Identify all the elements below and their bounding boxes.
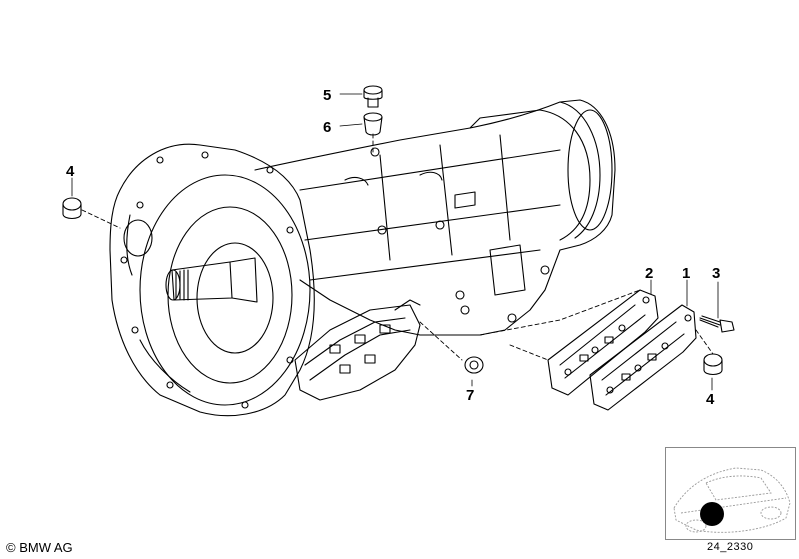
callout-4-left: 4 [66, 163, 75, 180]
valve-body-mounted [294, 299, 421, 401]
diagram-id: 24_2330 [707, 541, 754, 553]
vehicle-location-thumbnail [665, 447, 796, 540]
input-shaft [165, 257, 258, 303]
part-vent-cap [363, 85, 383, 108]
copyright-notice: © BMW AG [6, 540, 73, 555]
callout-2: 2 [645, 265, 653, 282]
leader-lines [81, 133, 714, 361]
callout-1: 1 [682, 265, 690, 282]
callout-3: 3 [712, 265, 720, 282]
part-plug-left [62, 197, 82, 220]
transmission-case [254, 99, 616, 336]
callout-4-right: 4 [706, 391, 715, 408]
part-gasket [547, 289, 659, 396]
part-filter-plate [589, 304, 697, 411]
part-vent-sleeve [363, 112, 383, 136]
callout-5: 5 [323, 87, 331, 104]
part-seal-ring [464, 356, 484, 374]
location-marker-icon [700, 502, 724, 526]
callout-6: 6 [323, 119, 331, 136]
part-bolt [699, 315, 735, 333]
car-outline-icon [673, 467, 791, 533]
bell-housing [109, 143, 315, 417]
part-plug-right [703, 353, 723, 376]
callout-leaders [71, 93, 719, 391]
callout-7: 7 [466, 387, 474, 404]
